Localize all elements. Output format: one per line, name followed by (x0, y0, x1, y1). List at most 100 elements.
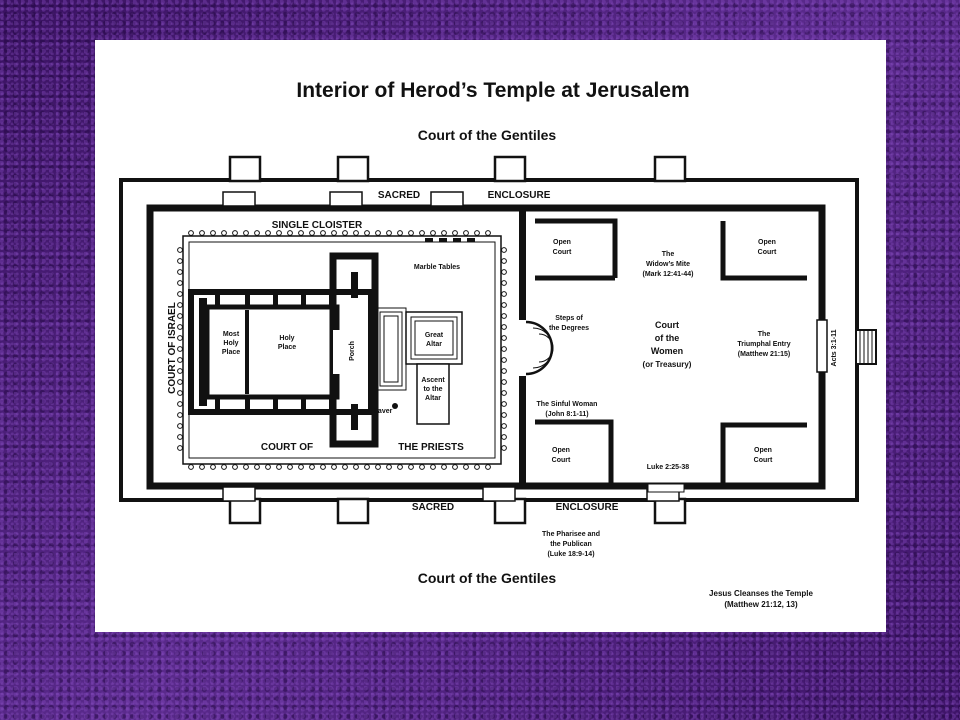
column-dot (501, 379, 507, 385)
column-dot (441, 230, 447, 236)
holy-place-label-1: Holy (279, 335, 294, 342)
column-dot (177, 247, 183, 253)
enclosure-top-label: ENCLOSURE (488, 190, 551, 201)
column-dot (375, 230, 381, 236)
column-dot (452, 464, 458, 470)
column-dot (408, 230, 414, 236)
column-dot (177, 445, 183, 451)
column-dot (364, 230, 370, 236)
column-dot (375, 464, 381, 470)
court-women-label-4: (or Treasury) (643, 360, 692, 369)
column-dot (501, 247, 507, 253)
column-dot (276, 230, 282, 236)
white-slide: Interior of Herod’s Temple at Jerusalem … (95, 40, 886, 632)
column-dot (309, 464, 315, 470)
column-dot (419, 464, 425, 470)
column-dot (501, 368, 507, 374)
column-dot (463, 464, 469, 470)
jesus-cleanses-label-2: (Matthew 21:12, 13) (724, 600, 798, 609)
column-dot (188, 230, 194, 236)
column-dot (232, 230, 238, 236)
column-dot (177, 379, 183, 385)
column-dot (177, 412, 183, 418)
marble-tables-label: Marble Tables (414, 264, 460, 271)
column-dot (254, 464, 260, 470)
column-dot (177, 291, 183, 297)
column-dot (386, 230, 392, 236)
triumphal-entry-label-3: (Matthew 21:15) (738, 351, 791, 358)
column-dot (501, 412, 507, 418)
open-court-sw-1: Open (552, 447, 570, 454)
column-dot (177, 302, 183, 308)
column-dot (320, 230, 326, 236)
open-court-sw-2: Court (552, 457, 571, 464)
jesus-cleanses-label-1: Jesus Cleanses the Temple (709, 589, 813, 598)
court-of-priests-colonnade (177, 230, 507, 470)
sacred-bottom-label: SACRED (412, 502, 454, 513)
column-dot (298, 464, 304, 470)
steps-degrees-label-1: Steps of (555, 315, 583, 322)
single-cloister-label: SINGLE CLOISTER (272, 220, 363, 231)
great-altar-label-1: Great (425, 332, 444, 339)
holy-place-label-2: Place (278, 344, 296, 351)
column-dot (177, 368, 183, 374)
column-dot (199, 464, 205, 470)
court-of-israel-label: COURT OF ISRAEL (167, 302, 178, 394)
steps-degrees-label-2: the Degrees (549, 325, 589, 332)
column-dot (501, 401, 507, 407)
column-dot (177, 401, 183, 407)
court-of-label: COURT OF (261, 442, 313, 453)
column-dot (177, 324, 183, 330)
column-dot (177, 269, 183, 275)
laver-label: Laver (374, 408, 393, 415)
column-dot (265, 464, 271, 470)
widows-mite-label-3: (Mark 12:41-44) (643, 271, 694, 278)
luke-label: Luke 2:25-38 (647, 464, 690, 471)
column-dot (474, 230, 480, 236)
column-dot (397, 464, 403, 470)
column-dot (309, 230, 315, 236)
column-dot (177, 313, 183, 319)
column-dot (243, 464, 249, 470)
most-holy-label-1: Most (223, 331, 240, 338)
column-dot (331, 230, 337, 236)
column-dot (452, 230, 458, 236)
column-dot (386, 464, 392, 470)
pharisee-label-2: the Publican (550, 541, 592, 548)
open-court-se-2: Court (754, 457, 773, 464)
column-dot (501, 291, 507, 297)
column-dot (501, 258, 507, 264)
column-dot (353, 464, 359, 470)
altar-area (375, 307, 463, 425)
column-dot (177, 390, 183, 396)
ascent-label-1: Ascent (421, 377, 445, 384)
column-dot (430, 230, 436, 236)
pharisee-label-1: The Pharisee and (542, 531, 600, 538)
column-dot (501, 445, 507, 451)
column-dot (342, 230, 348, 236)
open-court-nw-1: Open (553, 239, 571, 246)
column-dot (364, 464, 370, 470)
temple-floor-plan: Interior of Herod’s Temple at Jerusalem … (119, 79, 877, 609)
column-dot (501, 434, 507, 440)
triumphal-entry-label-2: Triumphal Entry (737, 341, 790, 348)
plan-title: Interior of Herod’s Temple at Jerusalem (296, 79, 689, 102)
column-dot (287, 464, 293, 470)
open-court-nw-2: Court (553, 249, 572, 256)
column-dot (501, 324, 507, 330)
court-gentiles-top-label: Court of the Gentiles (418, 127, 557, 143)
column-dot (177, 258, 183, 264)
widows-mite-label-2: Widow’s Mite (646, 261, 690, 268)
column-dot (342, 464, 348, 470)
column-dot (199, 230, 205, 236)
column-dot (177, 280, 183, 286)
column-dot (485, 464, 491, 470)
triumphal-entry-label-1: The (758, 331, 771, 338)
court-gentiles-bottom-label: Court of the Gentiles (418, 570, 557, 586)
column-dot (287, 230, 293, 236)
column-dot (298, 230, 304, 236)
column-dot (243, 230, 249, 236)
column-dot (397, 230, 403, 236)
marble-tables (425, 238, 475, 242)
women-court-corners (535, 218, 807, 493)
